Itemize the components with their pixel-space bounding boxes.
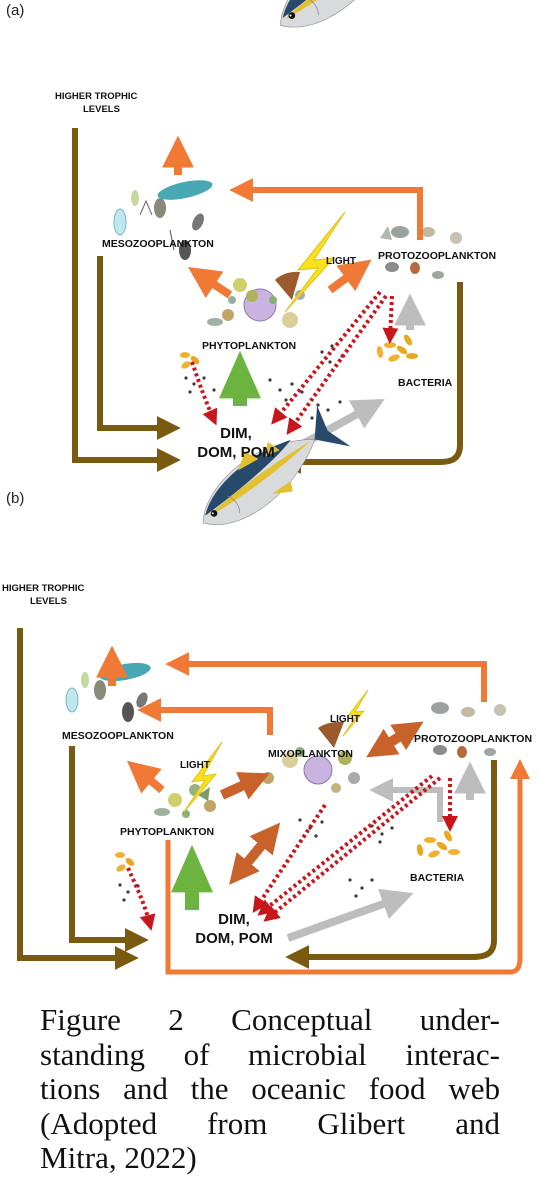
pool-line: DOM, POM [195,930,273,947]
higher-trophic-line: HIGHER TROPHIC [2,583,84,594]
light-label: LIGHT [326,256,356,267]
higher-trophic-line: LEVELS [55,104,120,115]
tuna-fish-icon [184,398,350,547]
higher-trophic-line: LEVELS [2,596,67,607]
caption-line: Mitra, 2022) [40,1141,500,1176]
phytoplankton-label: PHYTOPLANKTON [202,340,296,352]
higher-trophic-label: HIGHER TROPHIC LEVELS [55,90,137,116]
light-label: LIGHT [330,714,360,725]
pool-line: DIM, [218,911,250,928]
caption-line: (Adopted from Glibert and [40,1107,500,1142]
panel-b [20,398,520,972]
tuna-fish-icon [261,0,433,50]
figure-caption: Figure 2 Conceptual under- standing of m… [40,1003,500,1176]
dim-dom-pom-label: DIM, DOM, POM [178,424,294,462]
panel-label-a: (a) [6,2,24,19]
mixoplankton-label: MIXOPLANKTON [268,748,353,760]
mesozooplankton-label: MESOZOOPLANKTON [102,238,214,250]
mesozooplankton-label: MESOZOOPLANKTON [62,730,174,742]
higher-trophic-line: HIGHER TROPHIC [55,91,137,102]
bacteria-label: BACTERIA [410,872,464,884]
pool-line: DIM, [220,425,252,442]
phytoplankton-label: PHYTOPLANKTON [120,826,214,838]
bacteria-label: BACTERIA [398,377,452,389]
bacteria-arrow [288,776,470,938]
protozooplankton-label: PROTOZOOPLANKTON [378,250,496,262]
protozooplankton-label: PROTOZOOPLANKTON [414,733,532,745]
caption-line: tions and the oceanic food web [40,1072,500,1107]
panel-label-b: (b) [6,490,24,507]
plankton-cluster-icon [154,784,216,818]
plankton-cluster-icon [431,702,506,758]
plankton-cluster-icon [207,272,305,328]
diagram-stage: (a) HIGHER TROPHIC LEVELS MESOZOOPLANKTO… [0,0,540,1000]
food-web-diagram [0,0,540,1000]
higher-trophic-label: HIGHER TROPHIC LEVELS [2,582,84,608]
panel-a [75,0,462,462]
caption-line: standing of microbial interac- [40,1038,500,1073]
pool-line: DOM, POM [197,444,275,461]
caption-line: Figure 2 Conceptual under- [40,1003,500,1038]
dim-dom-pom-label: DIM, DOM, POM [176,910,292,948]
light-label: LIGHT [180,760,210,771]
